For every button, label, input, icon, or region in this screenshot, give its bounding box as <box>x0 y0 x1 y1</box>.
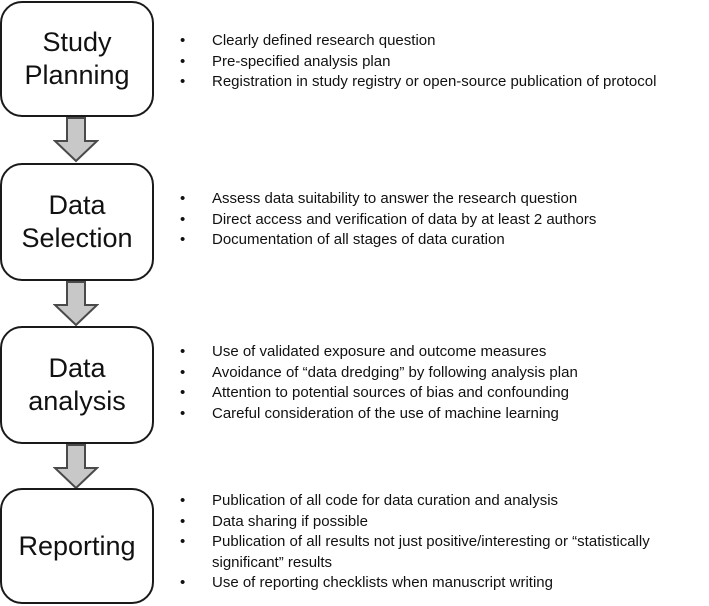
bullet-marker: • <box>180 512 186 530</box>
list-item: • Use of validated exposure and outcome m… <box>176 342 706 363</box>
stage-title-line: Planning <box>24 60 130 90</box>
stage-title-line: Study <box>42 27 112 57</box>
bullet-list-data-selection: • Assess data suitability to answer the r… <box>176 189 706 251</box>
bullet-text: Attention to potential sources of bias a… <box>212 384 569 401</box>
bullet-marker: • <box>180 231 186 248</box>
down-arrow-icon <box>53 444 99 490</box>
stage-box-data-selection: Data Selection <box>0 163 154 281</box>
list-item: • Careful consideration of the use of mac… <box>176 404 706 425</box>
stage-box-reporting: Reporting <box>0 488 154 604</box>
list-item: • Data sharing if possible <box>176 512 706 533</box>
bullet-text: Pre-specified analysis plan <box>212 52 391 70</box>
bullet-marker: • <box>180 492 186 509</box>
list-item: • Direct access and verification of data … <box>176 210 706 231</box>
down-arrow-icon <box>53 281 99 327</box>
list-item: • Documentation of all stages of data cur… <box>176 230 706 251</box>
bullet-marker: • <box>180 363 186 381</box>
list-item: • Registration in study registry or open-… <box>176 72 706 93</box>
list-item: • Use of reporting checklists when manusc… <box>176 573 706 594</box>
bullet-text: Assess data suitability to answer the re… <box>212 190 578 207</box>
list-item: • Publication of all results not just pos… <box>176 532 706 573</box>
stage-box-data-analysis: Data analysis <box>0 326 154 444</box>
list-item: • Avoidance of “data dredging” by followi… <box>176 363 706 384</box>
bullet-text: Direct access and verification of data b… <box>212 210 597 228</box>
list-item: • Attention to potential sources of bias … <box>176 383 706 404</box>
bullet-text: Registration in study registry or open-s… <box>212 73 657 90</box>
bullet-text: Publication of all results not just posi… <box>212 533 650 571</box>
bullet-list-study-planning: • Clearly defined research question • Pre-… <box>176 31 706 93</box>
bullet-text: Publication of all code for data curatio… <box>212 492 559 509</box>
list-item: • Clearly defined research question <box>176 31 706 52</box>
bullet-marker: • <box>180 384 186 401</box>
bullet-text: Careful consideration of the use of mach… <box>212 404 559 422</box>
bullet-text: Use of validated exposure and outcome me… <box>212 343 547 360</box>
bullet-list-data-analysis: • Use of validated exposure and outcome m… <box>176 342 706 424</box>
bullet-text: Clearly defined research question <box>212 32 436 49</box>
bullet-marker: • <box>180 343 186 360</box>
stage-title-line: Reporting <box>18 530 136 561</box>
bullet-marker: • <box>180 190 186 207</box>
stage-box-study-planning: Study Planning <box>0 1 154 117</box>
bullet-list-reporting: • Publication of all code for data curati… <box>176 491 706 594</box>
list-item: • Assess data suitability to answer the r… <box>176 189 706 210</box>
bullet-marker: • <box>180 73 186 90</box>
down-arrow-icon <box>53 117 99 163</box>
bullet-marker: • <box>180 52 186 70</box>
list-item: • Pre-specified analysis plan <box>176 52 706 73</box>
bullet-text: Documentation of all stages of data cura… <box>212 231 505 248</box>
bullet-marker: • <box>180 32 186 49</box>
list-item: • Publication of all code for data curati… <box>176 491 706 512</box>
bullet-text: Avoidance of “data dredging” by followin… <box>212 363 578 381</box>
stage-title-line: Data <box>48 190 106 220</box>
stage-title-line: Selection <box>21 223 133 253</box>
stage-title-line: Data <box>48 353 106 383</box>
stage-title-line: analysis <box>28 386 126 416</box>
bullet-marker: • <box>180 210 186 228</box>
bullet-marker: • <box>180 533 186 550</box>
bullet-marker: • <box>180 574 186 591</box>
bullet-text: Data sharing if possible <box>212 512 368 530</box>
bullet-marker: • <box>180 404 186 422</box>
bullet-text: Use of reporting checklists when manuscr… <box>212 574 553 591</box>
